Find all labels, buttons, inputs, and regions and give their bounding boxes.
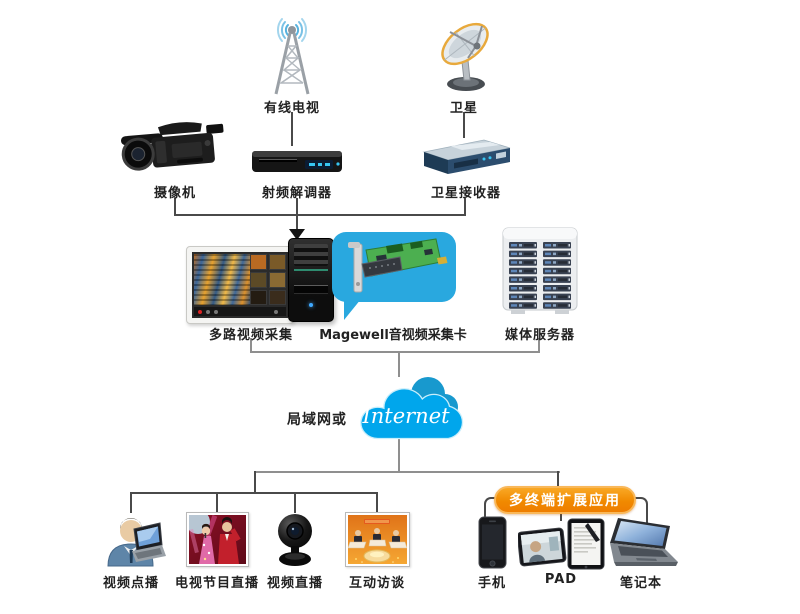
internet-cloud-icon: Internet — [360, 377, 464, 440]
talk-show-image — [348, 515, 407, 564]
connector-demodulator-down — [296, 198, 298, 216]
connector-cabletv-to-demodulator — [291, 112, 293, 146]
media-server-icon — [502, 227, 578, 314]
connector-camera-down — [174, 198, 176, 216]
connector-right-branch-down — [557, 471, 559, 491]
label-camera: 摄像机 — [153, 186, 197, 201]
connector-apps-bus — [130, 492, 378, 494]
tv-show-image — [189, 515, 246, 564]
webcam-icon — [278, 514, 312, 566]
capture-app-screen — [192, 252, 288, 318]
app-toolbar — [194, 307, 286, 316]
connector-tvlive-drop — [216, 492, 218, 513]
multi-terminal-badge: 多终端扩展应用 — [494, 486, 636, 514]
connector-source-bus — [174, 214, 466, 216]
connector-videolive-drop — [294, 492, 296, 513]
capture-card-bubble — [332, 232, 456, 320]
label-video-live: 视频直播 — [266, 576, 324, 591]
label-phone: 手机 — [477, 576, 507, 591]
connector-vod-drop — [130, 492, 132, 513]
tablets-icon — [516, 518, 605, 570]
connector-badge-to-phone — [484, 497, 502, 521]
label-vod: 视频点播 — [102, 576, 160, 591]
label-rf-demodulator: 射频解调器 — [261, 186, 333, 201]
connector-bus-to-cloud — [398, 351, 400, 377]
vod-person-laptop-icon — [107, 518, 166, 567]
capture-card-icon — [348, 238, 448, 293]
badge-text: 多终端扩展应用 — [509, 493, 621, 509]
connector-badge-to-pad — [560, 511, 562, 521]
laptop-icon — [610, 518, 678, 566]
label-capture-card: Magewell音视频采集卡 — [319, 328, 467, 343]
satellite-receiver-icon — [422, 139, 511, 174]
tv-live-photo — [186, 512, 249, 567]
pc-tower-icon — [288, 238, 334, 322]
arrow-into-computer — [289, 229, 305, 240]
connector-distribution-bus — [254, 471, 560, 473]
connector-satellite-to-receiver — [463, 112, 465, 138]
connector-server-down — [538, 338, 540, 353]
video-camera-icon — [121, 122, 224, 171]
label-interactive-talk: 互动访谈 — [348, 576, 406, 591]
capture-monitor-icon — [186, 246, 294, 324]
rf-demodulator-icon — [252, 151, 342, 172]
connector-capture-down — [250, 338, 252, 353]
label-tv-live: 电视节目直播 — [174, 576, 260, 591]
connector-interactive-drop — [376, 492, 378, 513]
main-video-pane — [194, 254, 250, 306]
connector-bus-to-computer — [296, 214, 298, 230]
connector-cloud-down — [398, 438, 400, 473]
connector-receiver-down — [464, 198, 466, 216]
label-satellite-receiver: 卫星接收器 — [430, 186, 502, 201]
label-satellite: 卫星 — [449, 101, 479, 116]
label-lan-or: 局域网或 — [287, 412, 347, 428]
label-pad: PAD — [544, 572, 578, 587]
connector-capture-bus — [250, 351, 540, 353]
antenna-tower-icon — [274, 18, 310, 95]
satellite-dish-icon — [441, 22, 489, 91]
video-thumbnails — [249, 254, 286, 306]
label-multi-capture: 多路视频采集 — [208, 328, 294, 343]
smartphone-icon — [478, 516, 507, 569]
label-laptop: 笔记本 — [619, 576, 663, 591]
label-cable-tv: 有线电视 — [263, 101, 321, 116]
label-media-server: 媒体服务器 — [504, 328, 576, 343]
connector-left-branch-down — [254, 471, 256, 494]
interactive-talk-photo — [345, 512, 410, 567]
cloud-internet-text: Internet — [361, 404, 450, 428]
connector-badge-to-laptop — [630, 497, 648, 525]
